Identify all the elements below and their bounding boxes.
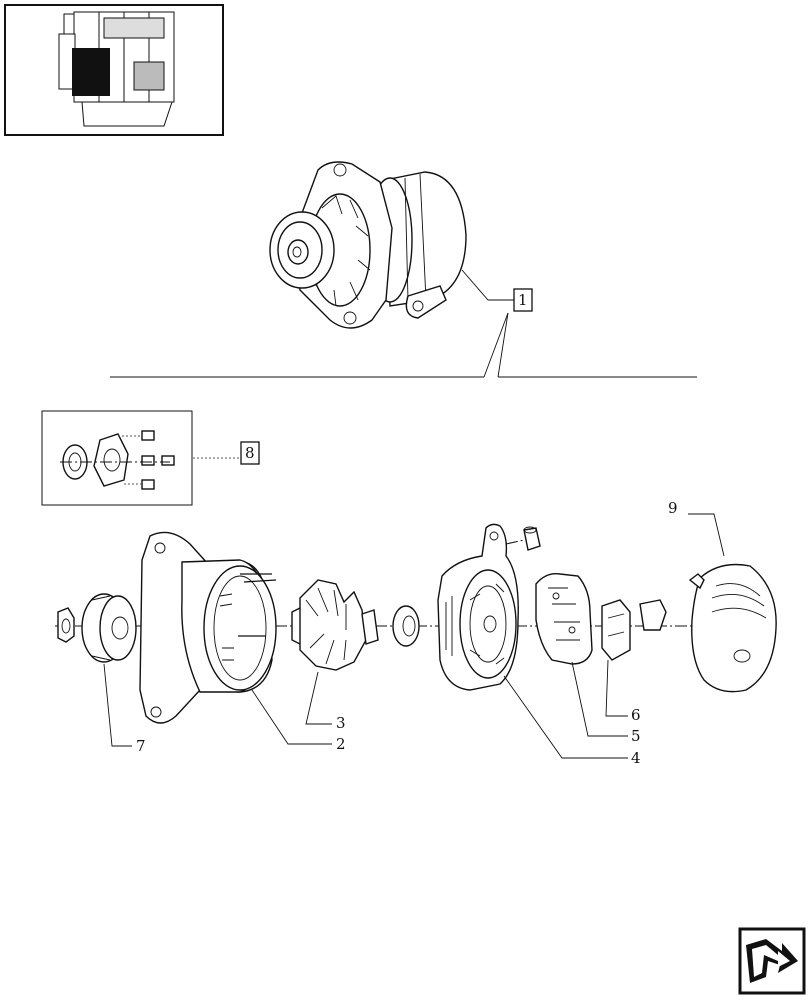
part-2-drive-end-housing	[139, 531, 277, 724]
part-9-rear-cover	[688, 563, 777, 693]
part-bearing	[392, 605, 420, 647]
part-sleeve	[505, 526, 541, 551]
part-5-rectifier-bridge	[535, 573, 593, 665]
callout-8-box	[240, 441, 260, 465]
callout-6-label: 6	[631, 706, 641, 724]
engine-thumbnail	[4, 4, 224, 136]
next-page-arrow-icon[interactable]	[738, 927, 806, 995]
part-7-pulley	[81, 593, 137, 663]
part-6-voltage-regulator	[601, 599, 667, 661]
highlight-alternator-location	[72, 48, 110, 96]
callout-7-label: 7	[136, 737, 146, 755]
fixing-kit	[41, 410, 193, 506]
callout-5-label: 5	[631, 727, 641, 745]
part-4-slip-ring-end-housing	[437, 523, 519, 691]
engine-silhouette-icon	[58, 11, 175, 127]
callout-8-label: 8	[245, 444, 255, 462]
callout-4-label: 4	[631, 749, 641, 767]
callout-1-label: 1	[518, 291, 528, 309]
callout-1-box	[513, 288, 533, 312]
part-nut	[57, 607, 75, 643]
callout-leaders	[103, 513, 725, 759]
alternator-assembly	[269, 161, 467, 329]
callout-3-label: 3	[336, 714, 346, 732]
part-3-rotor	[291, 579, 379, 671]
callout-2-label: 2	[336, 735, 346, 753]
callout-9-label: 9	[668, 499, 678, 517]
callout-1-leaders	[110, 269, 697, 378]
